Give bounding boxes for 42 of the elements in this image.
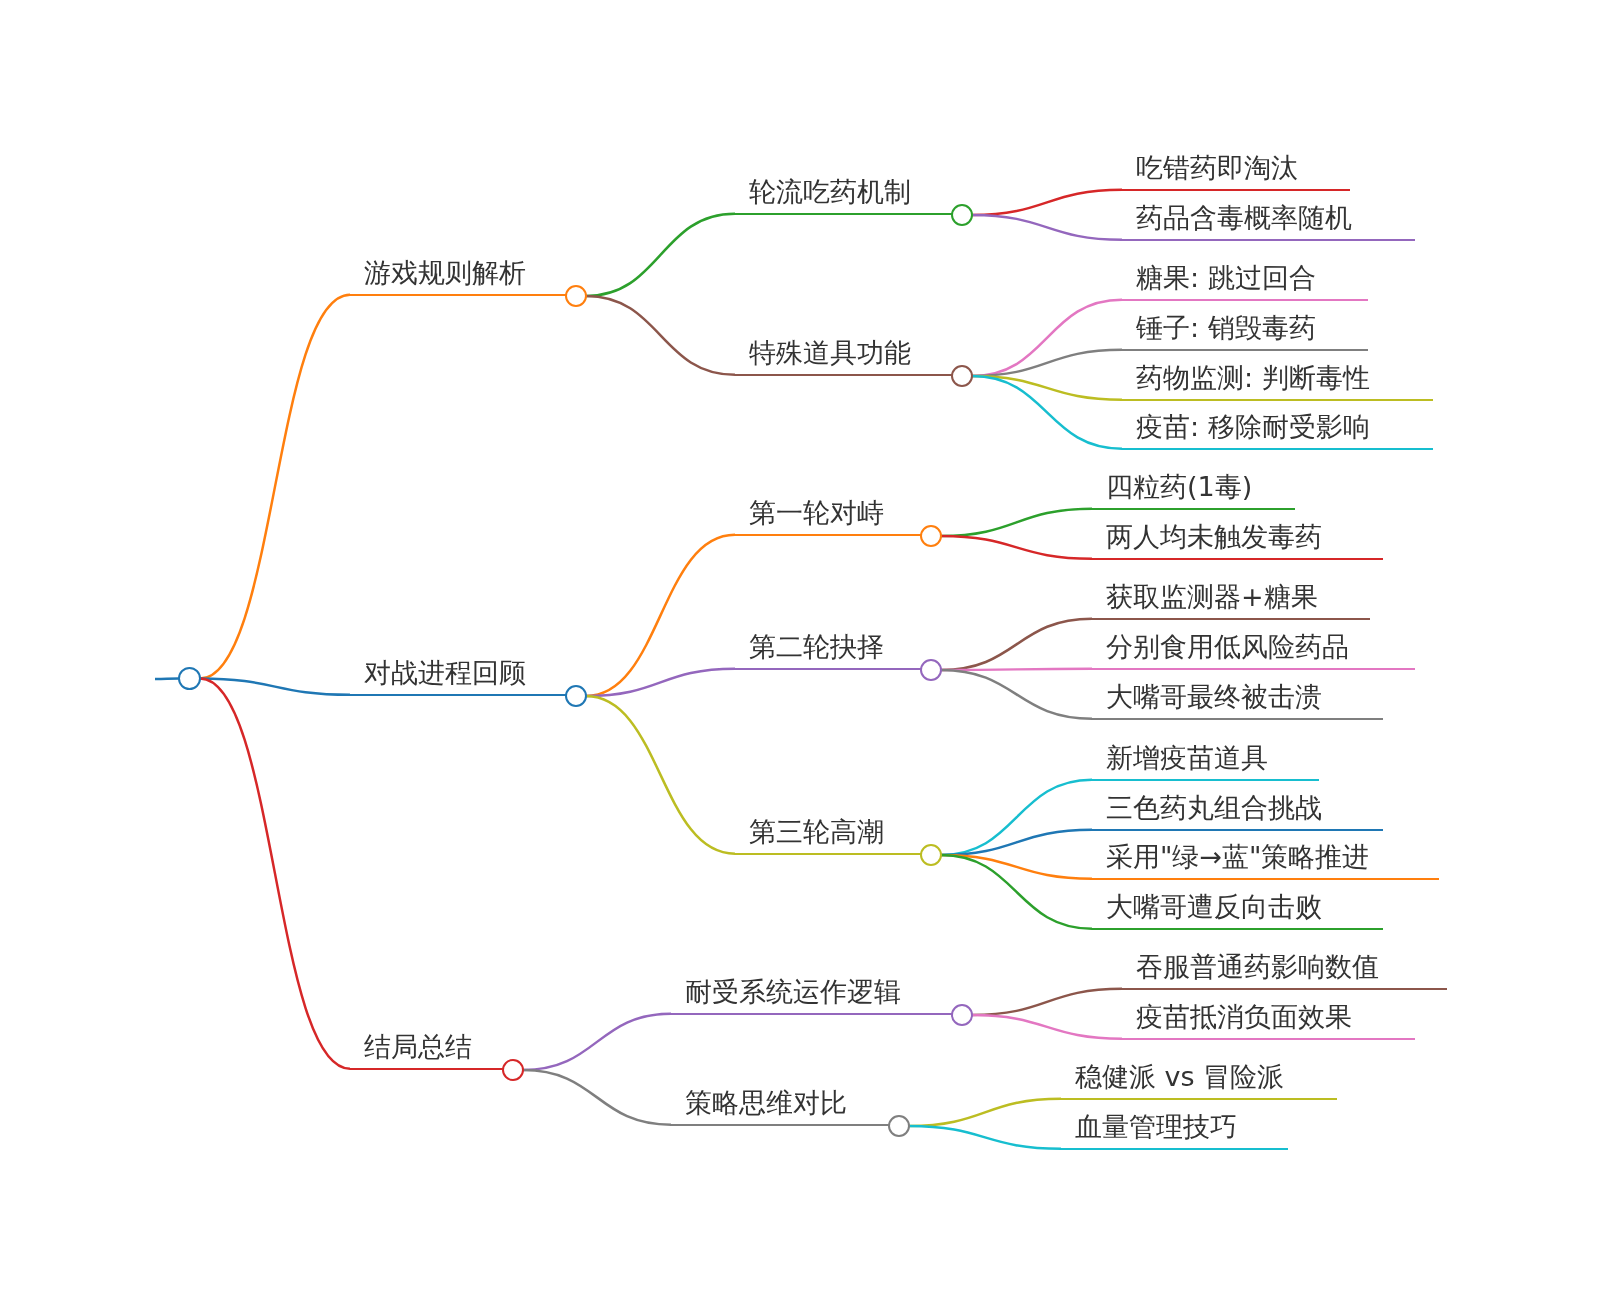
branch-line [971, 213, 1123, 241]
topic-label: 大嘴哥最终被击溃 [1106, 680, 1322, 714]
topic-label: 第三轮高潮 [749, 815, 884, 849]
topic-label: 稳健派 vs 冒险派 [1075, 1060, 1285, 1094]
topic-label: 糖果: 跳过回合 [1136, 261, 1316, 295]
topic-label: 获取监测器+糖果 [1106, 580, 1318, 614]
topic-label: 特殊道具功能 [749, 336, 911, 370]
topic-label: 第一轮对峙 [749, 496, 884, 530]
branch-line [940, 534, 1093, 560]
topic-label: 两人均未触发毒药 [1106, 520, 1322, 554]
topic-label: 吃错药即淘汰 [1136, 151, 1298, 185]
branch-line [908, 1124, 1062, 1150]
topic-label: 四粒药(1毒) [1106, 470, 1253, 504]
branch-line [940, 668, 1093, 720]
branch-line [940, 853, 1093, 930]
branch-line [155, 677, 179, 681]
topic-label: 大嘴哥遭反向击败 [1106, 890, 1322, 924]
branch-line [199, 677, 351, 1070]
topic-label: 药物监测: 判断毒性 [1136, 361, 1370, 395]
topic-label: 新增疫苗道具 [1106, 741, 1268, 775]
topic-label: 游戏规则解析 [364, 256, 526, 290]
topic-label: 轮流吃药机制 [749, 175, 911, 209]
branch-line [971, 374, 1123, 450]
topic-label: 三色药丸组合挑战 [1106, 791, 1322, 825]
branch-line [585, 294, 736, 376]
topic-label: 耐受系统运作逻辑 [685, 975, 901, 1009]
topic-label: 对战进程回顾 [364, 656, 526, 690]
topic-label: 第二轮抉择 [749, 630, 884, 664]
topic-label: 锤子: 销毁毒药 [1136, 311, 1316, 345]
branch-line [522, 1068, 672, 1126]
branch-line [585, 694, 736, 855]
topic-label: 分别食用低风险药品 [1106, 630, 1349, 664]
topic-label: 药品含毒概率随机 [1136, 201, 1352, 235]
topic-label: 吞服普通药影响数值 [1136, 950, 1379, 984]
topic-label: 血量管理技巧 [1075, 1110, 1237, 1144]
topic-label: 疫苗: 移除耐受影响 [1136, 410, 1370, 444]
root-circle [178, 667, 201, 690]
topic-label: 采用"绿→蓝"策略推进 [1106, 840, 1370, 874]
topic-label: 疫苗抵消负面效果 [1136, 1000, 1352, 1034]
topic-label: 结局总结 [364, 1030, 472, 1064]
topic-label: 策略思维对比 [685, 1086, 847, 1120]
branch-line [971, 1013, 1123, 1040]
